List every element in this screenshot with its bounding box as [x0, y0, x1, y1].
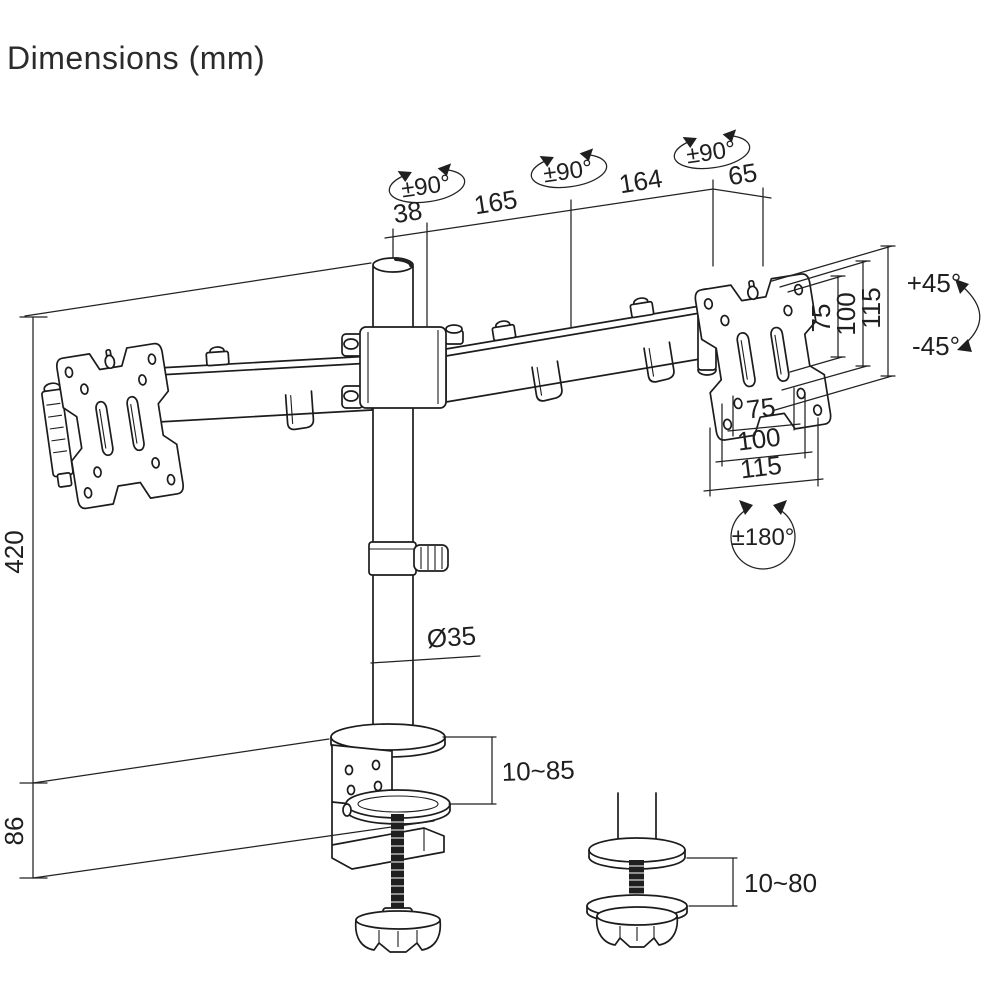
label-pole-height: 420: [0, 530, 29, 573]
label-screen-rotation: ±180°: [732, 524, 795, 551]
label-vesa-h-115: 115: [739, 450, 784, 485]
vesa-vertical-dimension: [771, 245, 896, 411]
mount-structure: [41, 257, 833, 953]
label-vesa-h-75: 75: [745, 391, 777, 424]
dimension-labels: 38 165 164 65 ±90° ±90° ±90° 75 100 115 …: [0, 136, 961, 898]
rotation-symbol-left: [388, 163, 466, 204]
label-vesa-v-75: 75: [806, 304, 836, 333]
desk-clamp: [330, 723, 451, 953]
dimension-annotations: [19, 129, 981, 907]
center-joint: [341, 324, 464, 409]
rotation-symbol-center: [530, 148, 608, 189]
height-dimension: [19, 262, 435, 879]
right-arm: [445, 304, 707, 403]
cable-clips-bottom: [284, 341, 675, 431]
label-right-arm: 164: [617, 163, 665, 199]
label-pole-offset: 38: [391, 195, 424, 229]
label-pole-diameter: Ø35: [426, 620, 477, 653]
grommet-knob: [595, 906, 679, 948]
grommet-mount: [586, 792, 688, 948]
label-tilt-down: -45°: [912, 331, 960, 361]
clamp-knob: [354, 910, 442, 953]
label-clamp-range: 10~85: [501, 754, 575, 787]
label-left-arm: 165: [472, 184, 520, 220]
cable-clips-top: [205, 297, 655, 367]
label-clamp-depth: 86: [0, 817, 29, 846]
clamp-range-dimension: [442, 736, 497, 805]
pole-diameter-leader: [370, 655, 481, 664]
label-vesa-v-100: 100: [831, 292, 861, 335]
left-quick-release: [41, 382, 74, 488]
vesa-horizontal-dimension: [703, 387, 824, 497]
label-grommet-range: 10~80: [744, 868, 817, 898]
grommet-range-dimension: [686, 857, 738, 907]
rotation-symbol-right: [673, 129, 751, 170]
label-tilt-up: +45°: [907, 268, 962, 298]
pole-collar: [368, 541, 449, 576]
label-vesa-h-100: 100: [736, 422, 783, 457]
label-vesa-v-115: 115: [856, 287, 886, 328]
left-vesa-plate: [54, 340, 186, 511]
screen-rotation-symbol: [730, 500, 796, 570]
left-arm: [157, 355, 373, 423]
arm-length-dimension: [384, 179, 772, 328]
label-head-offset: 65: [726, 157, 759, 191]
page-title: Dimensions (mm): [7, 40, 266, 76]
tilt-dimension: [955, 279, 981, 352]
